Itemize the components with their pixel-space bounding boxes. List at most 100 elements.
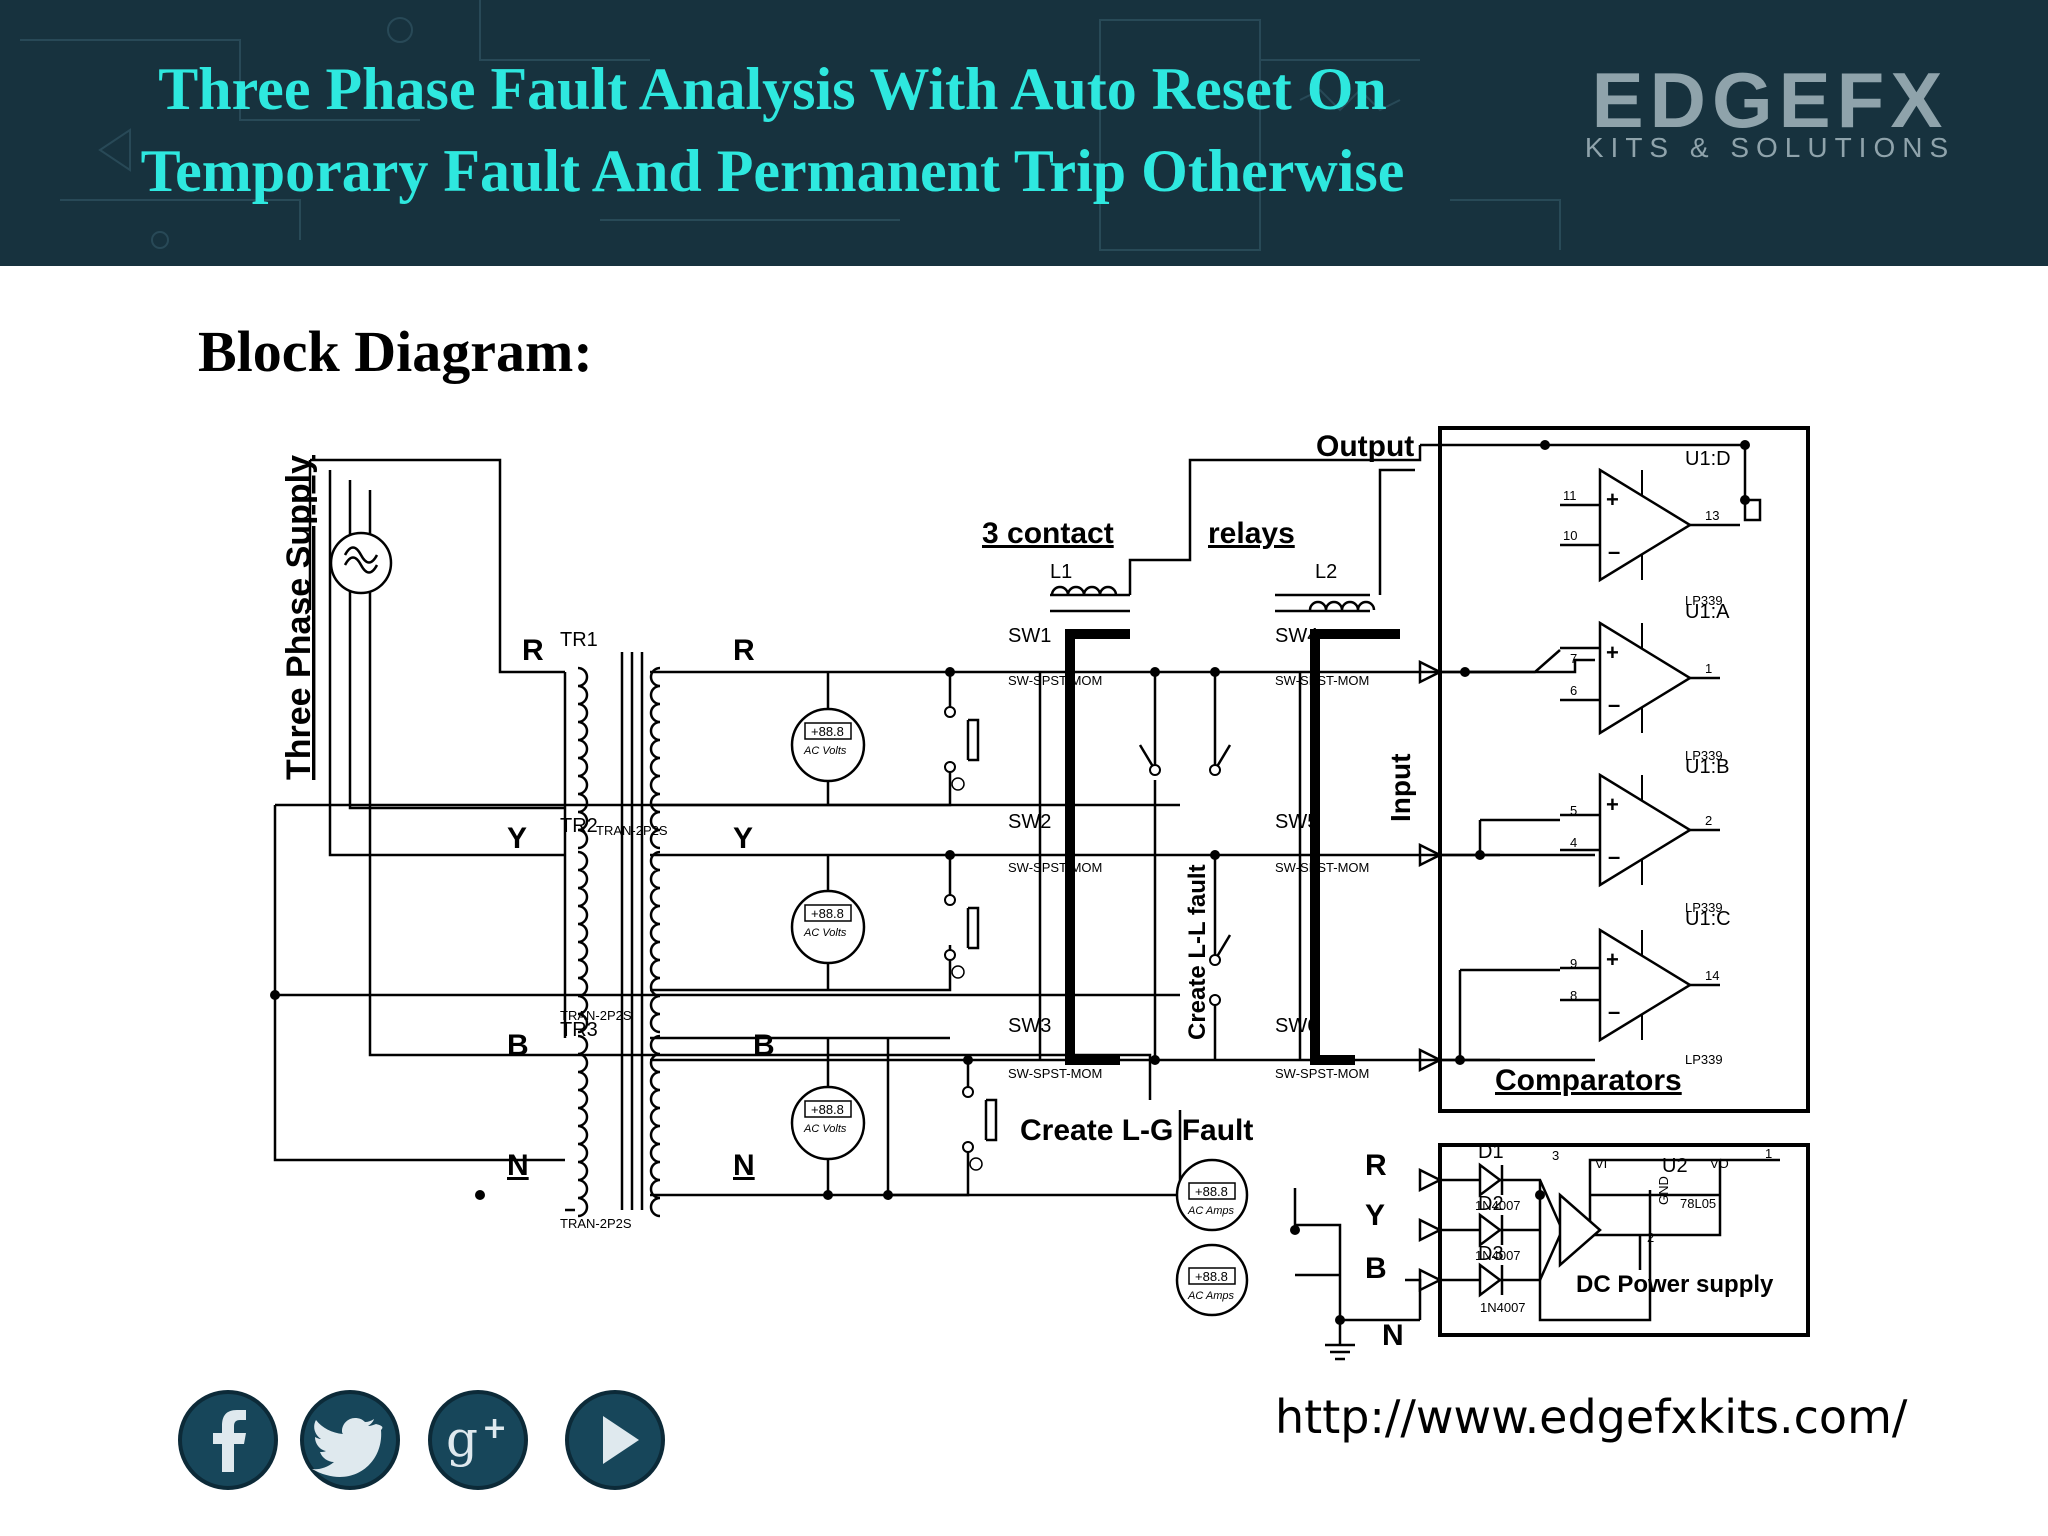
- ps-input-y: Y: [1365, 1199, 1385, 1232]
- sw6-label: SW6: [1275, 1015, 1318, 1037]
- vm2-value: +88.8: [811, 906, 844, 921]
- u2-pin-1: 1: [1765, 1146, 1772, 1161]
- u1d-label: U1:D: [1685, 448, 1731, 470]
- u1c-pin-out: 14: [1705, 968, 1719, 983]
- ll-fault-label: Create L-L fault: [1184, 864, 1211, 1040]
- relays-title-left: 3 contact: [982, 517, 1114, 550]
- vm3-unit: AC Volts: [803, 1123, 847, 1135]
- input-label: Input: [1385, 754, 1416, 822]
- vm2-unit: AC Volts: [803, 927, 847, 939]
- am1-value: +88.8: [1195, 1184, 1228, 1199]
- sw3-label: SW3: [1008, 1015, 1051, 1037]
- ps-title: DC Power supply: [1576, 1271, 1774, 1298]
- u1b-pin-in-plus: 5: [1570, 803, 1577, 818]
- u1d-pin-in-minus: 10: [1563, 528, 1577, 543]
- vm1-value: +88.8: [811, 724, 844, 739]
- phase-b-primary: B: [507, 1029, 529, 1062]
- coil-l1-label: L1: [1050, 561, 1072, 583]
- phase-r-secondary: R: [733, 634, 755, 667]
- sw4-label: SW4: [1275, 625, 1318, 647]
- phase-b-secondary: B: [753, 1029, 775, 1062]
- phase-r-primary: R: [522, 634, 544, 667]
- u1a-pin-out: 1: [1705, 661, 1712, 676]
- ps-input-r: R: [1365, 1149, 1387, 1182]
- u1b-label: U1:B: [1685, 756, 1729, 778]
- circuit-background-decoration: [20, 0, 1561, 251]
- u2-vo: VO: [1710, 1156, 1729, 1171]
- d2-part: 1N4007: [1475, 1248, 1521, 1263]
- edgefx-logo-tagline: KITS & SOLUTIONS: [1584, 132, 1956, 163]
- tr1-part: TRAN-2P2S: [596, 823, 668, 838]
- section-title: Block Diagram:: [198, 319, 593, 384]
- u1d-part: LP339: [1685, 593, 1723, 608]
- u2-vi: VI: [1595, 1156, 1607, 1171]
- am2-value: +88.8: [1195, 1269, 1228, 1284]
- ps-input-b: B: [1365, 1252, 1387, 1285]
- u1a-pin-in-minus: 6: [1570, 683, 1577, 698]
- u1c-pin-in-plus: 9: [1570, 956, 1577, 971]
- lg-fault-label: Create L-G Fault: [1020, 1114, 1253, 1147]
- youtube-play-icon[interactable]: [565, 1390, 665, 1490]
- u1a-pin-in-plus: 7: [1570, 651, 1577, 666]
- sw5-label: SW5: [1275, 811, 1318, 833]
- sw1-part: SW-SPST-MOM: [1008, 673, 1102, 688]
- d1-part: 1N4007: [1475, 1198, 1521, 1213]
- d2-label: D2: [1478, 1193, 1504, 1215]
- sw6-part: SW-SPST-MOM: [1275, 1066, 1369, 1081]
- edgefx-logo: EDGEFX: [1591, 56, 1949, 144]
- sw1-label: SW1: [1008, 625, 1051, 647]
- u2-part: 78L05: [1680, 1196, 1716, 1211]
- tr1-label: TR1: [560, 629, 598, 651]
- sw5-part: SW-SPST-MOM: [1275, 860, 1369, 875]
- u2-gnd: GND: [1656, 1176, 1671, 1205]
- u1d-pin-out: 13: [1705, 508, 1719, 523]
- website-url[interactable]: http://www.edgefxkits.com/: [1275, 1390, 1908, 1444]
- u1a-label: U1:A: [1685, 601, 1730, 623]
- google-plus-icon[interactable]: g+: [428, 1390, 528, 1490]
- phase-y-primary: Y: [507, 822, 527, 855]
- phase-n-secondary: N: [733, 1149, 755, 1182]
- u2-label: U2: [1662, 1155, 1688, 1177]
- d3-part: 1N4007: [1480, 1300, 1526, 1315]
- output-label: Output: [1316, 430, 1414, 463]
- phase-y-secondary: Y: [733, 822, 753, 855]
- relays-title-right: relays: [1208, 517, 1295, 550]
- tr3-label: TR3: [560, 1019, 598, 1041]
- coil-l2-label: L2: [1315, 561, 1337, 583]
- u2-pin-3: 3: [1552, 1148, 1559, 1163]
- sw2-part: SW-SPST-MOM: [1008, 860, 1102, 875]
- sw3-part: SW-SPST-MOM: [1008, 1066, 1102, 1081]
- u2-pin-2: 2: [1647, 1230, 1654, 1245]
- vm3-value: +88.8: [811, 1102, 844, 1117]
- u1a-part: LP339: [1685, 748, 1723, 763]
- d1-label: D1: [1478, 1141, 1504, 1163]
- tr2-part: TRAN-2P2S: [560, 1008, 632, 1023]
- u1c-pin-in-minus: 8: [1570, 988, 1577, 1003]
- am1-unit: AC Amps: [1187, 1205, 1235, 1217]
- sw4-part: SW-SPST-MOM: [1275, 673, 1369, 688]
- d3-label: D3: [1478, 1243, 1504, 1265]
- title-line-1: Three Phase Fault Analysis With Auto Res…: [158, 56, 1387, 122]
- tr2-label: TR2: [560, 815, 598, 837]
- svg-text:+: +: [482, 1411, 507, 1446]
- phase-n-primary: N: [507, 1149, 529, 1182]
- svg-text:g: g: [446, 1410, 478, 1468]
- title-line-2: Temporary Fault And Permanent Trip Other…: [140, 138, 1405, 204]
- ps-input-n: N: [1382, 1319, 1404, 1352]
- am2-unit: AC Amps: [1187, 1290, 1235, 1302]
- sw2-label: SW2: [1008, 811, 1051, 833]
- facebook-icon[interactable]: [178, 1390, 278, 1490]
- u1c-label: U1:C: [1685, 908, 1731, 930]
- comparators-title: Comparators: [1495, 1064, 1682, 1097]
- u1d-pin-in-plus: 11: [1563, 488, 1577, 503]
- u1b-part: LP339: [1685, 900, 1723, 915]
- header-banner: Three Phase Fault Analysis With Auto Res…: [0, 0, 2048, 266]
- vm1-unit: AC Volts: [803, 745, 847, 757]
- tr3-part: TRAN-2P2S: [560, 1216, 632, 1231]
- u1c-part: LP339: [1685, 1052, 1723, 1067]
- three-phase-supply-label: Three Phase Supply: [280, 455, 318, 780]
- u1b-pin-out: 2: [1705, 813, 1712, 828]
- twitter-icon[interactable]: [300, 1390, 400, 1490]
- u1b-pin-in-minus: 4: [1570, 835, 1577, 850]
